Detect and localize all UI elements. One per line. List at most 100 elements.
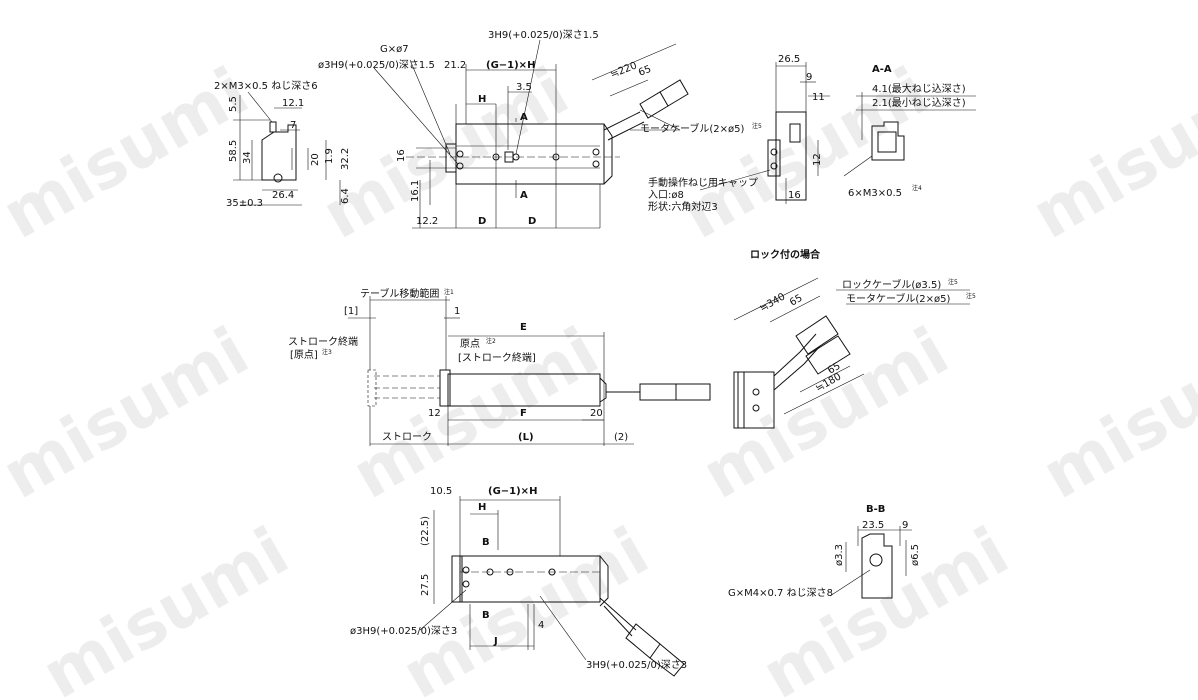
- dim-20-mid: 20: [590, 408, 603, 419]
- lock-motor-cable-label: モータケーブル(2×ø5): [846, 292, 951, 305]
- aa-screw-label: 6×M3×0.5: [848, 188, 902, 199]
- bb-hole: [869, 553, 883, 567]
- lock-note5b: 注5: [966, 292, 976, 300]
- aa-min-depth: 2.1(最小ねじ込深さ): [872, 97, 966, 109]
- lock-body: [737, 371, 775, 429]
- aa-title: A-A: [872, 64, 892, 75]
- dim-34: 34: [242, 151, 253, 164]
- bottom-hole-3h9-b-label: 3H9(+0.025/0)深さ3: [586, 659, 687, 671]
- dim-h-bottom: H: [478, 502, 486, 513]
- aa-body: [871, 121, 905, 161]
- dim-20: 20: [310, 153, 321, 166]
- bb-title: B-B: [866, 504, 885, 515]
- bottom-view: [419, 496, 685, 677]
- actuator-end-cap: [603, 123, 613, 185]
- dim-22-5: (22.5): [420, 516, 431, 546]
- dim-12: 12: [812, 153, 823, 166]
- dim-4: 4: [538, 620, 544, 631]
- top-main-view: [373, 39, 771, 229]
- dim-65-lock-a: 65: [788, 293, 805, 309]
- dim-1: 1: [454, 306, 460, 317]
- stroke-label: ストローク: [382, 431, 432, 443]
- dim-d2: D: [528, 216, 536, 227]
- gx7-label: G×ø7: [380, 44, 409, 55]
- dim-65: 65: [637, 64, 653, 79]
- note1: 注1: [444, 288, 454, 296]
- dim-10-5: 10.5: [430, 486, 452, 497]
- dim-35: 35±0.3: [226, 198, 263, 209]
- actuator-body-bottom: [459, 555, 601, 603]
- hole-3h9-b-label: 3H9(+0.025/0)深さ1.5: [488, 29, 599, 41]
- lock-hole: [752, 388, 760, 396]
- motor-cable-label: モータケーブル(2×ø5): [640, 122, 745, 135]
- dim-11: 11: [812, 92, 825, 103]
- lock-plate: [733, 371, 745, 429]
- side-view-body: [261, 124, 297, 181]
- dim-2: (2): [614, 432, 628, 443]
- watermark: misumi: [30, 513, 302, 700]
- bottom-cable-end: [649, 643, 685, 677]
- hole-3h9-label: ø3H9(+0.025/0)深さ1.5: [318, 59, 435, 71]
- knob-cap-label: 手動操作ねじ用キャップ: [648, 176, 758, 189]
- note3: 注3: [322, 348, 332, 356]
- dim-21-2: 21.2: [444, 60, 466, 71]
- dim-e: E: [520, 322, 527, 333]
- end-view-body: [775, 111, 807, 201]
- mid-cable-end: [676, 383, 711, 401]
- note5-label: 注5: [752, 122, 762, 130]
- watermark: misumi: [750, 513, 1022, 700]
- dim-g1h: (G−1)×H: [486, 60, 535, 71]
- dim-16-1: 16.1: [410, 180, 421, 202]
- dim-26-5: 26.5: [778, 54, 800, 65]
- dim-d1: D: [478, 216, 486, 227]
- dim-9: 9: [806, 72, 812, 83]
- side-hole: [273, 173, 283, 183]
- origin-label: 原点: [460, 338, 480, 350]
- end-view-knob: [767, 139, 781, 177]
- section-b-top: B: [482, 537, 490, 548]
- table-range-label: テーブル移動範囲: [360, 287, 439, 300]
- mount-hole: [456, 162, 464, 170]
- cable-end: [659, 79, 689, 107]
- end-hole: [770, 162, 778, 170]
- mount-hole: [592, 160, 600, 168]
- lock-connector-b: [805, 335, 851, 375]
- dim-phi3-3: ø3.3: [834, 544, 845, 566]
- dim-23-5: 23.5: [862, 520, 884, 531]
- dim-j: J: [493, 636, 498, 647]
- knob-inlet-label: 入口:ø8: [648, 190, 684, 201]
- section-a-top: A: [520, 112, 528, 123]
- dim-26-4: 26.4: [272, 190, 294, 201]
- cable-connector: [639, 91, 669, 119]
- bb-body: [861, 533, 893, 599]
- bb-section: [829, 526, 912, 599]
- dim-6-4: 6.4: [340, 188, 351, 204]
- dim-5-5: 5.5: [228, 96, 239, 112]
- dim-phi6-5: ø6.5: [910, 544, 921, 566]
- knob-shape-label: 形状:六角対辺3: [648, 200, 718, 213]
- origin-bracket-label: [原点]: [290, 349, 318, 361]
- dim-12-mid: 12: [428, 408, 441, 419]
- stroke-end-label: ストローク終端: [288, 335, 358, 348]
- screw-boss: [269, 121, 277, 133]
- end-hole: [770, 148, 778, 156]
- aa-note4: 注4: [912, 184, 922, 192]
- lock-note5a: 注5: [948, 278, 958, 286]
- lock-hole: [752, 404, 760, 412]
- dim-220: ≒220: [609, 60, 639, 80]
- dim-1-9: 1.9: [324, 148, 335, 164]
- lock-view: [733, 277, 970, 429]
- dim-16: 16: [396, 149, 407, 162]
- end-slot: [789, 123, 801, 143]
- aa-section: [843, 92, 976, 177]
- origin-plate: [367, 369, 377, 407]
- watermark: misumi: [1020, 53, 1198, 254]
- bottom-connector: [625, 623, 661, 659]
- bottom-hole: [462, 566, 470, 574]
- lock-cables: [773, 333, 821, 391]
- dim-32-2: 32.2: [340, 148, 351, 170]
- actuator-body-mid: [447, 373, 601, 407]
- dim-12-2: 12.2: [416, 216, 438, 227]
- aa-max-depth: 4.1(最大ねじ込深さ): [872, 82, 966, 95]
